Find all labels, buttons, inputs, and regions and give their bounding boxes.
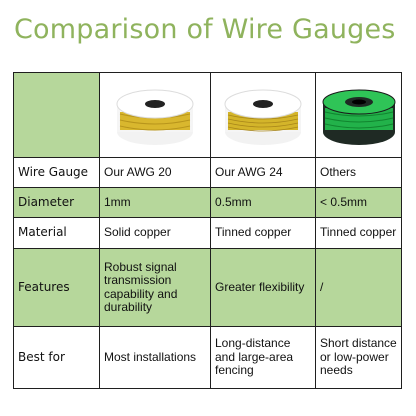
best-for-row-header: Best for — [13, 326, 100, 389]
yellow-wire-spool-icon — [224, 89, 302, 145]
features-row: Features Robust signal transmission capa… — [13, 248, 402, 327]
material-awg24: Tinned copper — [210, 217, 316, 249]
awg20-image-cell — [99, 72, 211, 158]
best-for-awg24: Long-distance and large-area fencing — [210, 326, 316, 389]
comparison-table: Wire Gauge Our AWG 20 Our AWG 24 Others … — [13, 72, 402, 389]
diameter-others: < 0.5mm — [315, 187, 402, 218]
gauge-awg20: Our AWG 20 — [99, 157, 211, 188]
image-row-header — [13, 72, 100, 158]
diameter-awg24: 0.5mm — [210, 187, 316, 218]
yellow-wire-spool-icon — [116, 89, 194, 145]
features-awg24: Greater flexibility — [210, 248, 316, 327]
gauge-awg24: Our AWG 24 — [210, 157, 316, 188]
features-awg20: Robust signal transmission capability an… — [99, 248, 211, 327]
image-row — [13, 72, 402, 158]
best-for-row: Best for Most installations Long-distanc… — [13, 326, 402, 389]
others-image-cell — [315, 72, 402, 158]
green-wire-spool-icon — [322, 89, 396, 145]
material-others: Tinned copper — [315, 217, 402, 249]
gauge-row-header: Wire Gauge — [13, 157, 100, 188]
best-for-others: Short distance or low-power needs — [315, 326, 402, 389]
material-awg20: Solid copper — [99, 217, 211, 249]
awg24-image-cell — [210, 72, 316, 158]
features-row-header: Features — [13, 248, 100, 327]
material-row: Material Solid copper Tinned copper Tinn… — [13, 217, 402, 249]
diameter-row: Diameter 1mm 0.5mm < 0.5mm — [13, 187, 402, 218]
best-for-awg20: Most installations — [99, 326, 211, 389]
features-others: / — [315, 248, 402, 327]
diameter-awg20: 1mm — [99, 187, 211, 218]
material-row-header: Material — [13, 217, 100, 249]
gauge-others: Others — [315, 157, 402, 188]
gauge-row: Wire Gauge Our AWG 20 Our AWG 24 Others — [13, 157, 402, 188]
page-title: Comparison of Wire Gauges — [14, 14, 396, 45]
diameter-row-header: Diameter — [13, 187, 100, 218]
